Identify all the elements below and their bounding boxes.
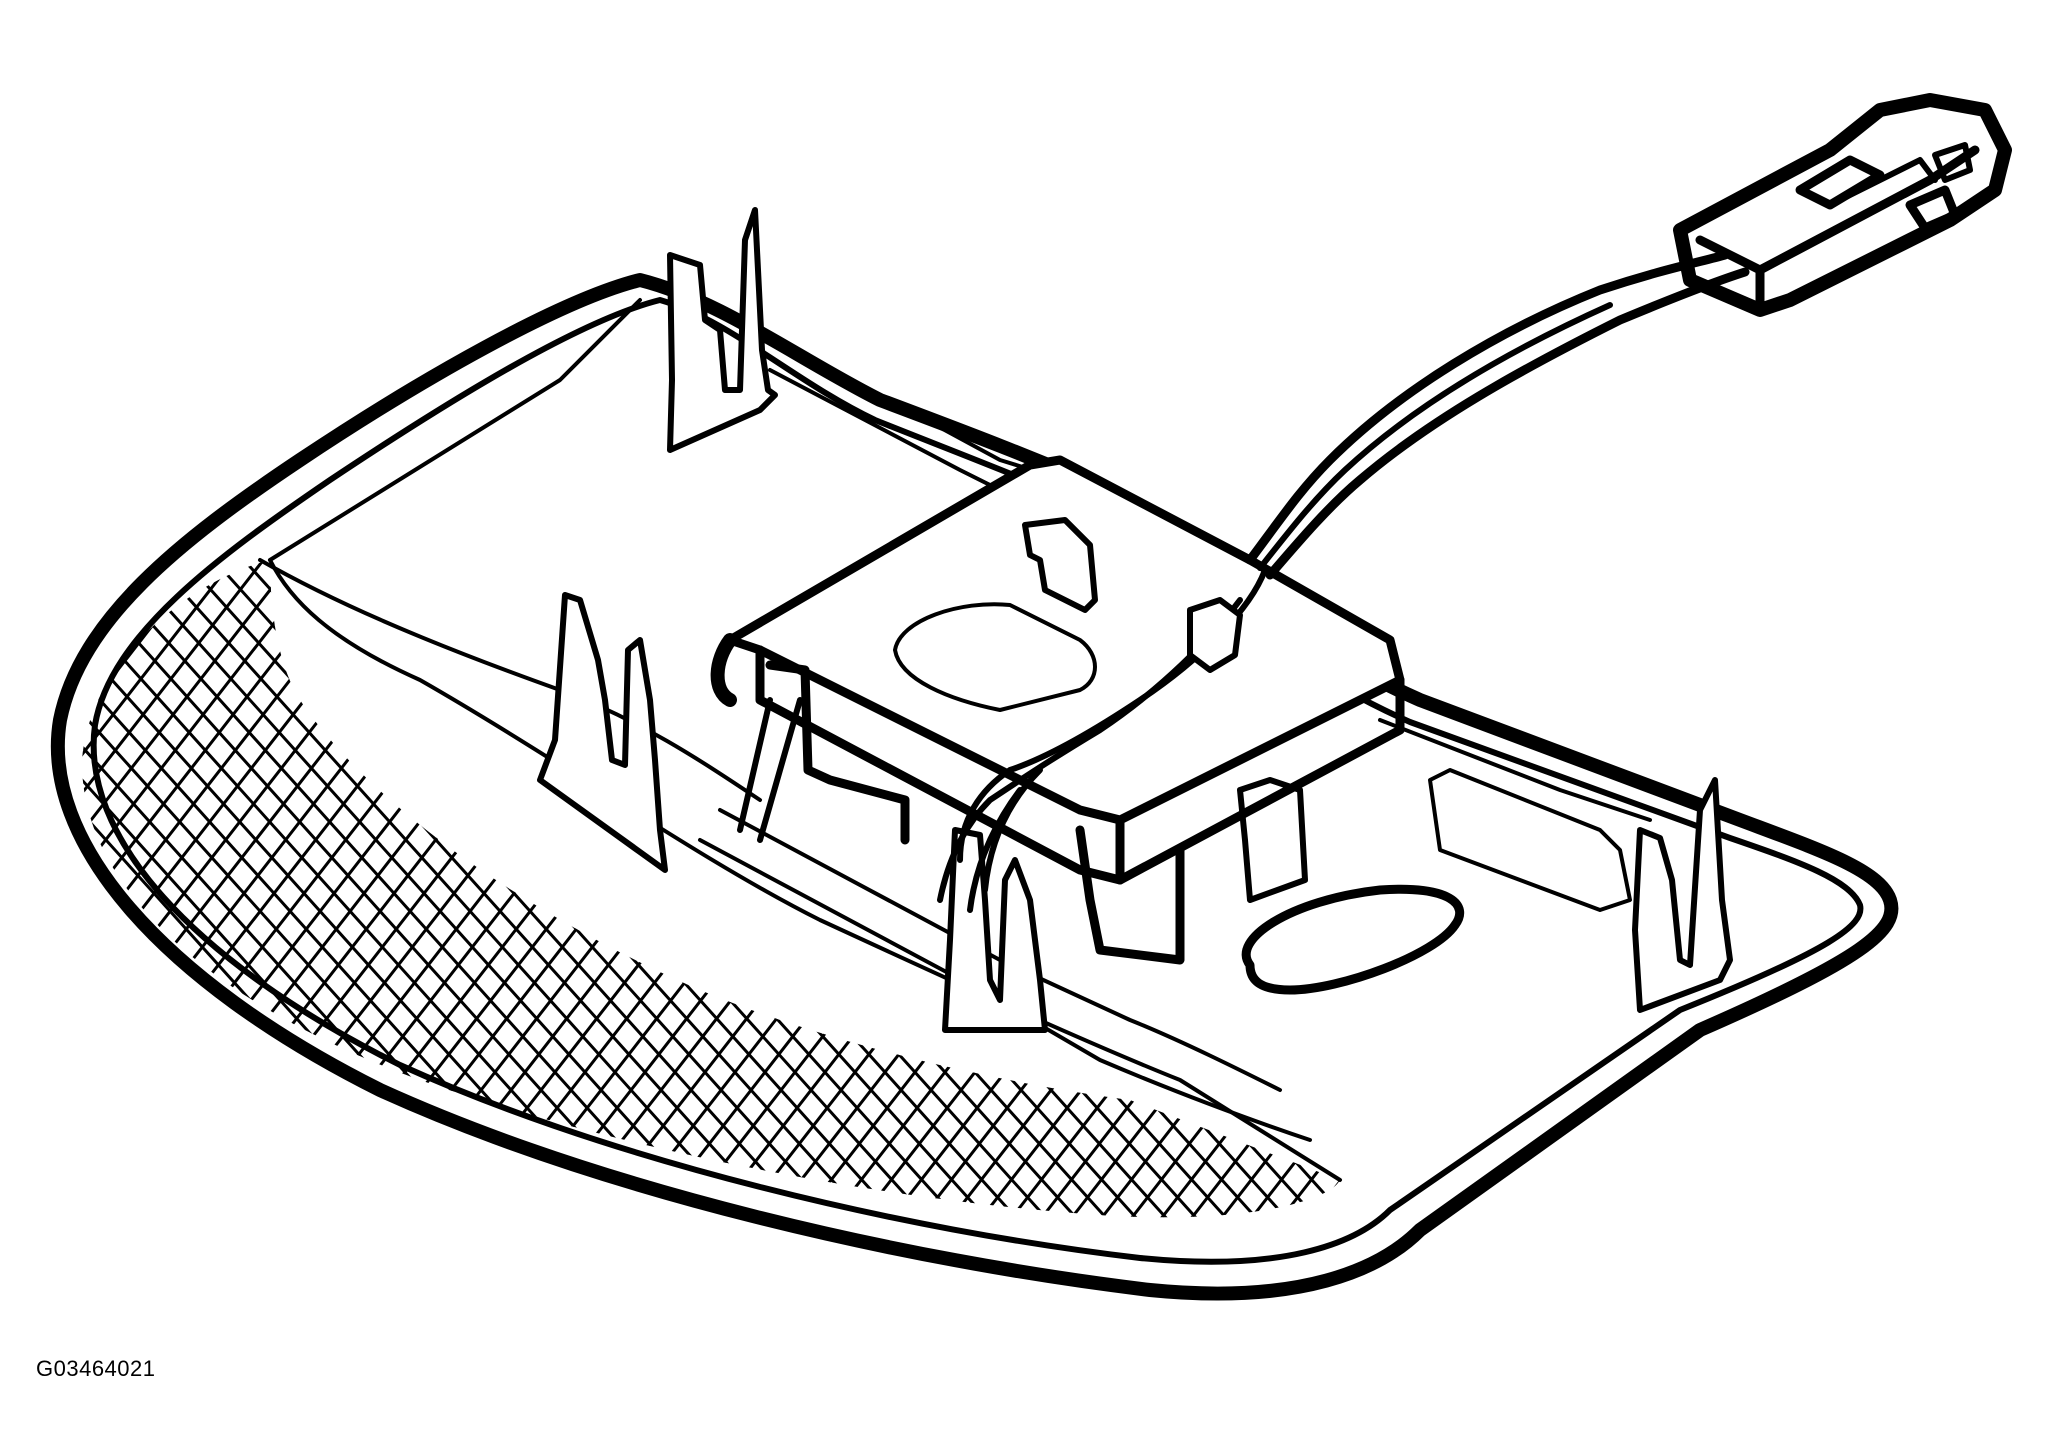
module-leg-strut	[737, 697, 803, 843]
mid-left-clip	[537, 592, 668, 873]
lens-grid-line-a	[81, 560, 582, 1218]
lens-grid-line-b	[81, 560, 552, 1218]
lens-grid-line-b	[81, 560, 312, 1218]
right-slot	[1428, 768, 1632, 912]
harness-strand-2	[1265, 267, 1750, 580]
lens-grid-line-a	[1480, 400, 2048, 1400]
lens-grid-line-a	[81, 560, 552, 1218]
lens-grid-line-b	[81, 560, 102, 1218]
front-center-clip	[942, 827, 1048, 1033]
lens-grid-line-b	[81, 560, 252, 1218]
lens-grid-line-a	[81, 560, 162, 1218]
figure-reference-code: G03464021	[36, 1356, 156, 1381]
lens-grid-line-a	[1510, 400, 2048, 1400]
lens-top-edge	[258, 558, 762, 802]
lens-grid-line-b	[81, 560, 132, 1218]
lens-grid-line-a	[81, 560, 492, 1218]
lens-grid-line-a	[1420, 400, 2048, 1400]
tray-front-step-lower	[698, 838, 1312, 1142]
connector-grip	[1905, 185, 1960, 233]
lens-grid-line-a	[81, 560, 312, 1218]
right-tall-clip	[1632, 777, 1733, 1013]
module-leg-front	[1075, 825, 1185, 965]
connector-tab	[1932, 142, 1973, 183]
lens-grid-line-a	[81, 560, 672, 1218]
lens-grid-line-a	[0, 400, 70, 1400]
lens-grid-line-a	[81, 560, 612, 1218]
lens-grid-line-a	[81, 560, 702, 1218]
lens-grid-line-b	[81, 560, 162, 1218]
module-side-left	[755, 645, 1125, 885]
lens-grid-line-a	[1148, 560, 1341, 1218]
connector-ridge	[1837, 157, 1938, 203]
lens-grid-line-a	[81, 560, 972, 1218]
module-latch	[1022, 517, 1098, 613]
lens-grid-line-b	[81, 560, 222, 1218]
lens-grid-line-a	[81, 560, 912, 1218]
lens-grid-line-a	[81, 560, 882, 1218]
lens-grid-line-a	[81, 560, 522, 1218]
lens-grid-line-b	[81, 560, 342, 1218]
lens-grid-line-a	[81, 560, 642, 1218]
lens-grid-line-a	[81, 560, 132, 1218]
lens-grid-line-a	[81, 560, 792, 1218]
electronic-module-top	[725, 455, 1405, 825]
module-side-right	[1115, 675, 1405, 885]
harness-connector	[1673, 93, 2012, 317]
mounting-hole	[1241, 884, 1465, 995]
lens-grid-line-b	[81, 560, 732, 1218]
lens-grid-line-a	[81, 560, 762, 1218]
tray-front-step	[718, 808, 1282, 1092]
housing-outer-rim	[50, 273, 1899, 1301]
lens-grid-line-a	[81, 560, 102, 1218]
lens-grid-line-b	[81, 560, 372, 1218]
lens-grid-line-a	[81, 560, 732, 1218]
harness-clip	[1187, 597, 1243, 673]
harness-strand-1	[1245, 250, 1730, 565]
module-leg-left	[765, 660, 910, 845]
lens-grid-line-b	[118, 560, 822, 1218]
connector-body-face	[1695, 145, 1980, 310]
right-step	[1378, 718, 1652, 822]
lens-grid-line-a	[0, 400, 40, 1400]
lens-grid-line-a	[81, 560, 432, 1218]
tray-floor-edge	[268, 298, 642, 562]
lens-grid-line-a	[0, 400, 10, 1400]
lens-grid-line-b	[88, 560, 792, 1218]
lens-grid-line-a	[81, 560, 822, 1218]
connector-latch	[1795, 155, 1885, 210]
rear-left-clip	[667, 207, 778, 453]
lens-grid-line-a	[1450, 400, 2048, 1400]
module-recess	[893, 602, 1097, 712]
lens-grid-line-a	[1328, 560, 1341, 1218]
lens-grid-line-a	[1540, 400, 2048, 1400]
harness-strand-3	[1257, 302, 1613, 571]
lens-grid-line-b	[81, 560, 282, 1218]
module-left-edge	[710, 633, 737, 707]
harness-drop-3	[967, 767, 1043, 913]
